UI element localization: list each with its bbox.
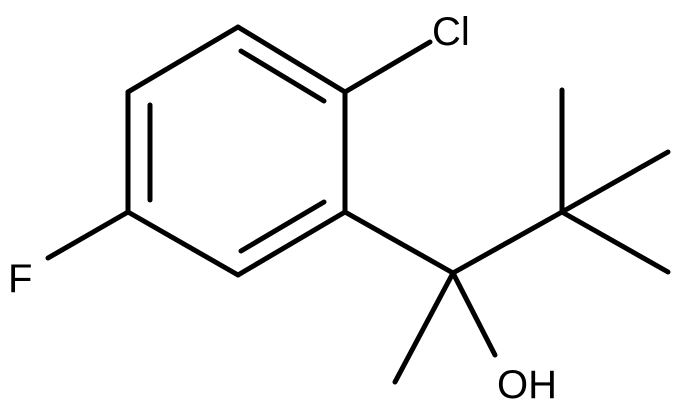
atom-label-hydroxyl: OH: [497, 363, 557, 407]
bond-carbinol-to-hydroxyl: [450, 270, 498, 358]
bond-tbutyl-methyl-upper-right: [559, 149, 671, 215]
bond-ring-to-carbinol: [342, 209, 456, 276]
ring-inner-double-bond-top: [238, 48, 327, 104]
bond-ring-to-fluorine: [45, 209, 131, 261]
atom-label-fluorine: F: [8, 257, 32, 301]
bond-carbinol-to-quaternary-carbon: [450, 209, 565, 276]
benzene-ring: [125, 24, 348, 278]
ring-bond-c2-c3: [235, 24, 348, 95]
atom-label-chlorine: Cl: [432, 10, 470, 54]
bond-tbutyl-methyl-lower-right: [559, 209, 671, 275]
ring-bond-c1-c2: [125, 24, 241, 95]
ring-bond-c4-c5: [235, 209, 348, 278]
ring-inner-double-bond-bottom: [238, 199, 327, 254]
ring-bond-c5-c6: [125, 209, 241, 278]
bond-carbinol-to-methyl: [392, 270, 456, 385]
bond-ring-to-chlorine: [342, 39, 433, 95]
